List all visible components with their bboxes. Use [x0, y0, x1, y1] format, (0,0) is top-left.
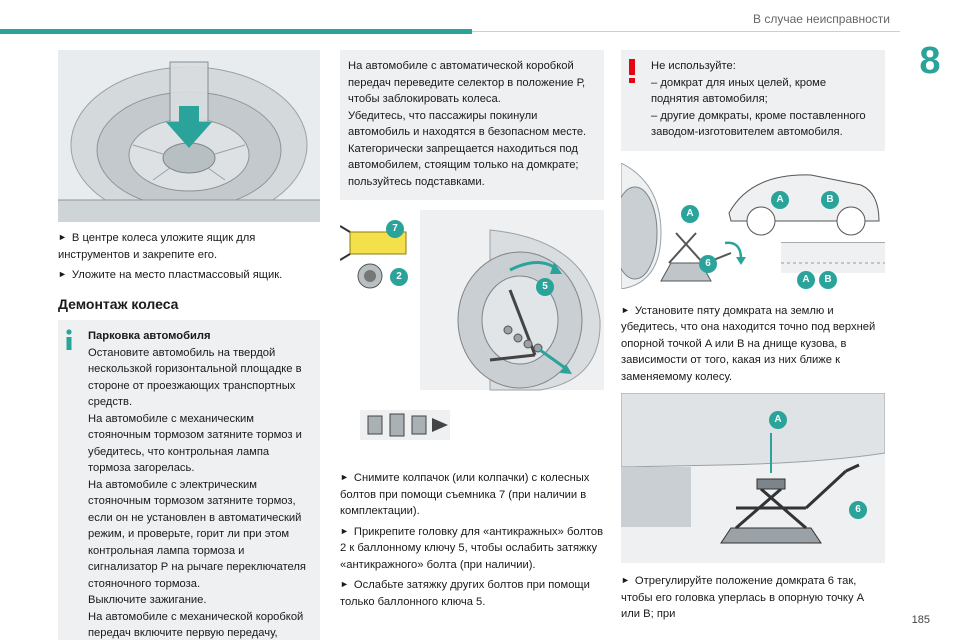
info-paragraph: Выключите зажигание. [88, 594, 207, 606]
spare-wheel-illustration [58, 50, 320, 222]
header-rule [472, 31, 900, 32]
info-paragraph: Остановите автомобиль на твердой несколь… [88, 346, 302, 409]
box-paragraph: Убедитесь, что пассажиры покинули автомо… [348, 109, 587, 139]
info-box-title: Парковка автомобиля [88, 330, 211, 342]
jack-points-illustration: A A B 6 A B [621, 162, 885, 289]
callout-5: 5 [536, 278, 554, 296]
jack-under-car-illustration: A 6 [621, 393, 885, 563]
callout-a: A [771, 190, 789, 209]
bullet-remove-caps: Снимите колпачок (или колпачки) с колесн… [340, 470, 604, 520]
box-paragraph: На автомобиле с автоматической коробкой … [348, 60, 586, 105]
section-title: Демонтаж колеса [58, 295, 179, 312]
callout-6: 6 [699, 254, 717, 273]
jack-under-car-drawing [621, 393, 885, 563]
wheel-bolts-illustration: 7 2 5 [340, 210, 604, 458]
bullet-place-jack: Установите пяту домкрата на землю и убед… [621, 303, 885, 386]
info-icon [66, 329, 72, 350]
callout-7: 7 [386, 220, 404, 238]
chapter-number: 8 [919, 40, 941, 82]
bullet-toolbox: В центре колеса уложите ящик для инструм… [58, 230, 320, 263]
warning-title: Не используйте: [651, 60, 736, 72]
warning-item: – домкрат для иных целей, кроме поднятия… [651, 76, 827, 106]
column-right: Не используйте: – домкрат для иных целей… [621, 50, 885, 623]
callout-a: A [797, 270, 815, 289]
jack-warning-box: Не используйте: – домкрат для иных целей… [621, 50, 885, 151]
page-number: 185 [911, 614, 930, 626]
bullet-adjust-jack: Отрегулируйте положение домкрата 6 так, … [621, 573, 885, 623]
callout-6: 6 [849, 501, 867, 519]
column-left: В центре колеса уложите ящик для инструм… [58, 50, 320, 640]
automatic-gearbox-box: На автомобиле с автоматической коробкой … [340, 50, 604, 200]
warning-icon [629, 59, 635, 83]
box-paragraph: Категорически запрещается находиться под… [348, 142, 579, 188]
info-paragraph: На автомобиле с электрическим стояночным… [88, 478, 306, 590]
callout-a: A [769, 411, 787, 429]
warning-item: – другие домкраты, кроме поставленного з… [651, 109, 866, 139]
info-paragraph: На автомобиле с механической коробкой пе… [88, 610, 304, 640]
callout-a: A [681, 204, 699, 223]
spare-wheel-drawing [58, 50, 320, 222]
callout-2: 2 [390, 268, 408, 286]
parking-info-box: Парковка автомобиля Остановите автомобил… [58, 320, 320, 640]
callout-b: B [821, 190, 839, 209]
header-accent-bar [0, 29, 472, 34]
column-middle: На автомобиле с автоматической коробкой … [340, 50, 604, 610]
callout-b: B [819, 270, 837, 289]
bullet-antitheft-socket: Прикрепите головку для «антикражных» бол… [340, 524, 604, 574]
info-paragraph: На автомобиле с механическим стояночным … [88, 412, 302, 475]
bullet-loosen-bolts: Ослабьте затяжку других болтов при помощ… [340, 577, 604, 610]
wheel-bolts-drawing [340, 210, 604, 440]
jack-points-drawing [621, 162, 885, 289]
bullet-plastic-box: Уложите на место пластмассовый ящик. [58, 267, 320, 284]
chapter-tab: 8 [900, 40, 960, 110]
page-header-title: В случае неисправности [753, 12, 890, 26]
